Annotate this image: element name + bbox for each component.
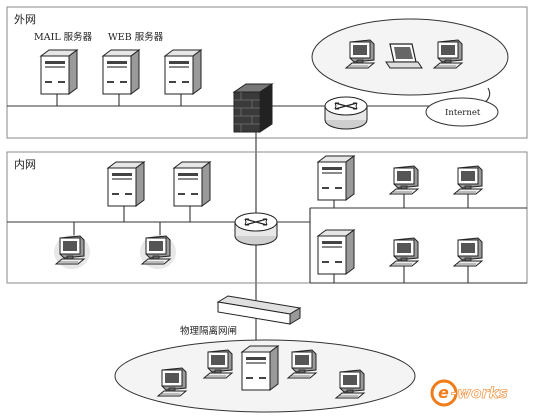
svg-text:-works: -works [451,384,508,402]
desktop-computer-icon [453,165,483,195]
server-icon [241,345,279,391]
desktop-computer-icon [389,165,419,195]
mail-server-icon [40,49,78,95]
web-server-icon [102,49,140,95]
firewall-icon [259,83,273,133]
router-icon [234,212,278,246]
internet-cloud [425,97,499,127]
isolation-gateway-label: 物理隔离网闸 [180,325,237,337]
firewall-brick-pattern [234,92,260,132]
server-icon [317,229,355,275]
server-icon [317,155,355,201]
firewall-icon [233,91,261,133]
router-icon [324,96,368,130]
mail-server-label: MAIL 服务器 [34,31,93,43]
server-icon [173,161,211,207]
web-server-label: WEB 服务器 [108,31,164,43]
outer-network-label: 外网 [14,13,36,26]
outer-network-zone [6,6,528,139]
desktop-computer-icon [389,237,419,267]
e-works-logo: e -works [430,379,508,407]
svg-text:e: e [438,383,449,402]
internet-label: Internet [445,108,481,118]
inner-network-zone [6,151,528,284]
server-icon [164,49,202,95]
gateway-device-icon [289,307,301,325]
server-icon [107,161,145,207]
inner-network-label: 内网 [14,157,36,171]
desktop-computer-icon [453,237,483,267]
